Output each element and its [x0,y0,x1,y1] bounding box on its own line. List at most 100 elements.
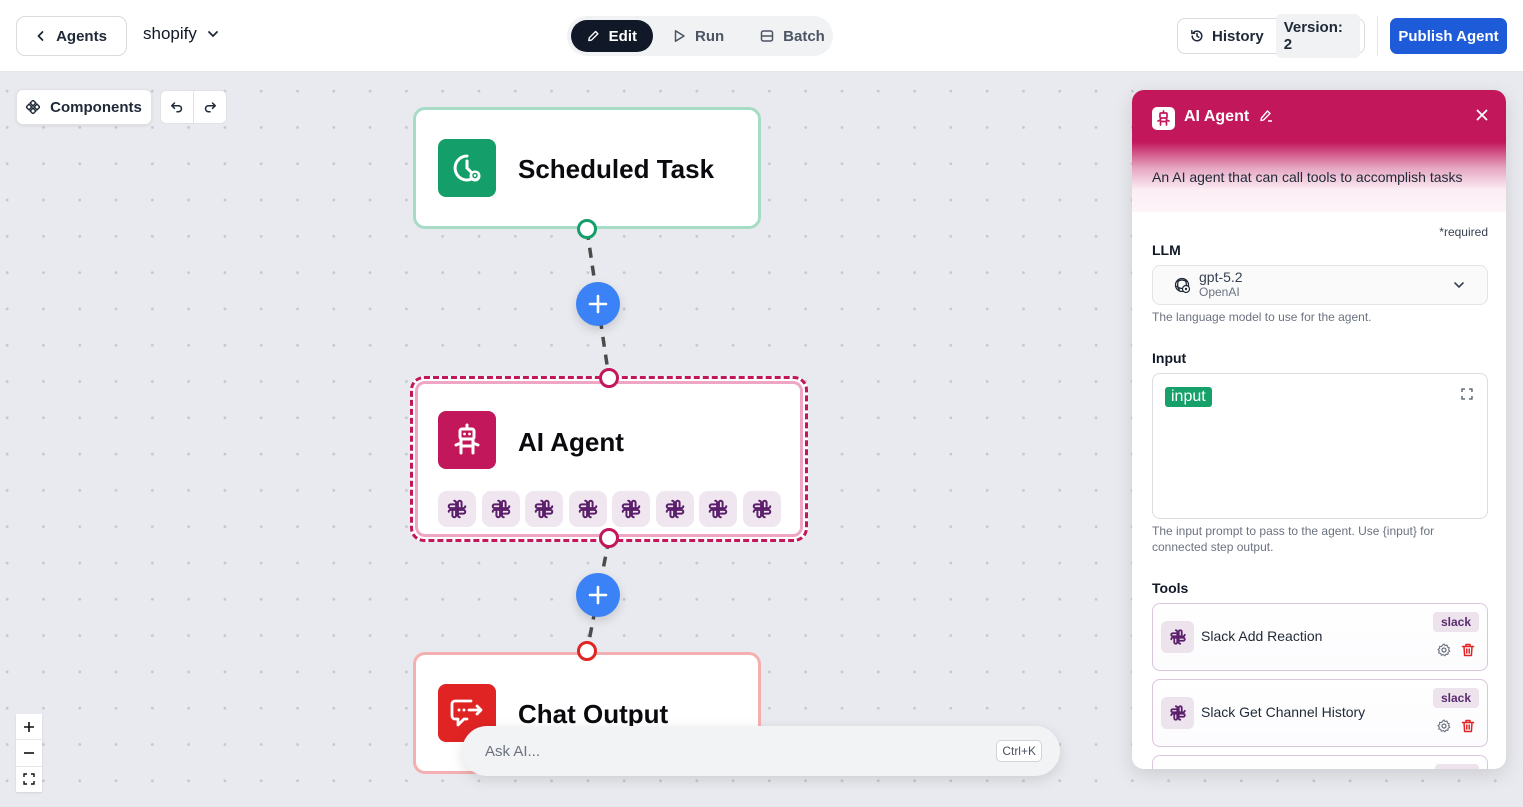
chevron-down-icon [207,31,218,38]
slack-icon[interactable] [568,491,607,527]
zoom-controls [16,714,42,792]
tools-label: Tools [1152,580,1189,596]
agent-selector[interactable]: shopify [143,24,219,44]
panel-description: An AI agent that can call tools to accom… [1152,169,1463,185]
history-group: History Version: 2 [1177,14,1365,58]
slack-icon[interactable] [612,491,650,527]
back-to-agents-button[interactable]: Agents [16,16,127,56]
components-label: Components [50,98,142,116]
shortcut-badge: Ctrl+K [996,740,1042,762]
slack-icon [1161,621,1194,653]
mode-switch: Edit Run Batch [567,16,833,56]
tab-edit[interactable]: Edit [571,20,653,52]
input-label: Input [1152,350,1187,366]
fit-view-button[interactable] [16,767,42,792]
slack-icon[interactable] [438,491,476,527]
undo-redo-group [160,90,227,124]
chevron-left-icon [37,31,44,41]
history-icon [1191,30,1203,42]
trash-icon[interactable] [1461,643,1475,657]
tool-name: Slack Add Reaction [1201,628,1323,644]
pencil-icon [1260,110,1272,122]
expand-icon[interactable] [1461,388,1473,400]
tab-edit-label: Edit [608,27,637,45]
tab-batch[interactable]: Batch [744,20,841,52]
fit-view-icon [23,773,35,786]
node-scheduled-task[interactable]: Scheduled Task [413,107,761,229]
openai-icon [1174,277,1191,294]
llm-help: The language model to use for the agent. [1152,310,1372,324]
version-badge: Version: 2 [1275,14,1360,58]
llm-label: LLM [1152,242,1181,258]
chevron-down-icon [1454,282,1464,289]
llm-select[interactable]: gpt-5.2 OpenAI [1152,265,1488,305]
close-icon [1476,109,1488,121]
slack-icon[interactable] [481,491,520,527]
slack-icon[interactable] [699,491,737,527]
llm-provider: OpenAI [1199,285,1240,299]
slack-icon[interactable] [525,491,563,527]
tool-card[interactable]: Slack Get Channel History slack [1152,679,1488,747]
plus-icon [588,585,608,605]
undo-icon [171,102,183,113]
pencil-icon [588,30,599,42]
node-ai-agent-body: AI Agent [415,381,803,537]
gear-icon[interactable] [1437,643,1451,657]
clock-icon [438,139,496,197]
robot-icon [438,411,496,469]
play-icon [674,30,685,42]
input-variable-tag[interactable]: input [1165,387,1212,407]
node-title: AI Agent [518,427,624,457]
plus-icon [24,721,34,732]
redo-button[interactable] [194,91,226,123]
redo-icon [204,102,216,113]
required-note: *required [1439,225,1488,239]
tab-run-label: Run [695,27,725,45]
undo-button[interactable] [161,91,194,123]
input-prompt-field[interactable]: input [1152,373,1488,519]
node-ai-agent[interactable]: AI Agent [410,376,808,542]
components-button[interactable]: Components [16,89,152,125]
chat-output-input-handle[interactable] [577,641,597,661]
plus-icon [588,294,608,314]
history-button[interactable]: History [1190,28,1264,45]
ask-ai-bar: Ctrl+K [462,726,1060,776]
back-label: Agents [56,27,107,45]
history-label: History [1212,27,1264,45]
ask-ai-input[interactable] [485,742,997,760]
close-panel-button[interactable] [1476,108,1488,126]
tool-badge: slack [1432,688,1479,708]
agent-name: shopify [143,24,197,43]
ai-agent-output-handle[interactable] [599,528,619,548]
tool-card[interactable]: Slack Add Reaction slack [1152,603,1488,671]
publish-agent-button[interactable]: Publish Agent [1390,18,1507,54]
trash-icon[interactable] [1461,719,1475,733]
node-title: Scheduled Task [518,154,715,184]
slack-icon [1161,697,1194,729]
top-bar: Agents shopify Edit Run Batch History Ve… [0,0,1523,72]
panel-title: AI Agent [1184,108,1250,125]
batch-icon [760,30,774,42]
ai-agent-input-handle[interactable] [599,368,619,388]
minus-icon [24,752,34,754]
slack-icon[interactable] [742,491,781,527]
panel-header: AI Agent An AI agent that can call tools… [1132,90,1506,212]
zoom-in-button[interactable] [16,714,42,741]
zoom-out-button[interactable] [16,740,42,767]
add-step-button[interactable] [576,573,620,617]
header-divider [1377,16,1378,56]
input-help: The input prompt to pass to the agent. U… [1152,524,1435,554]
tool-name: Slack Get Channel History [1201,704,1366,720]
scheduled-task-output-handle[interactable] [577,219,597,239]
components-icon [26,100,41,114]
tab-run[interactable]: Run [657,20,740,52]
add-step-button[interactable] [576,282,620,326]
slack-icon[interactable] [655,491,694,527]
node-title: Chat Output [518,699,669,729]
tool-badge [1435,764,1479,769]
tab-batch-label: Batch [783,27,825,45]
robot-icon [1152,107,1175,130]
gear-icon[interactable] [1437,719,1451,733]
tool-card[interactable] [1152,755,1488,769]
rename-button[interactable] [1259,109,1273,128]
